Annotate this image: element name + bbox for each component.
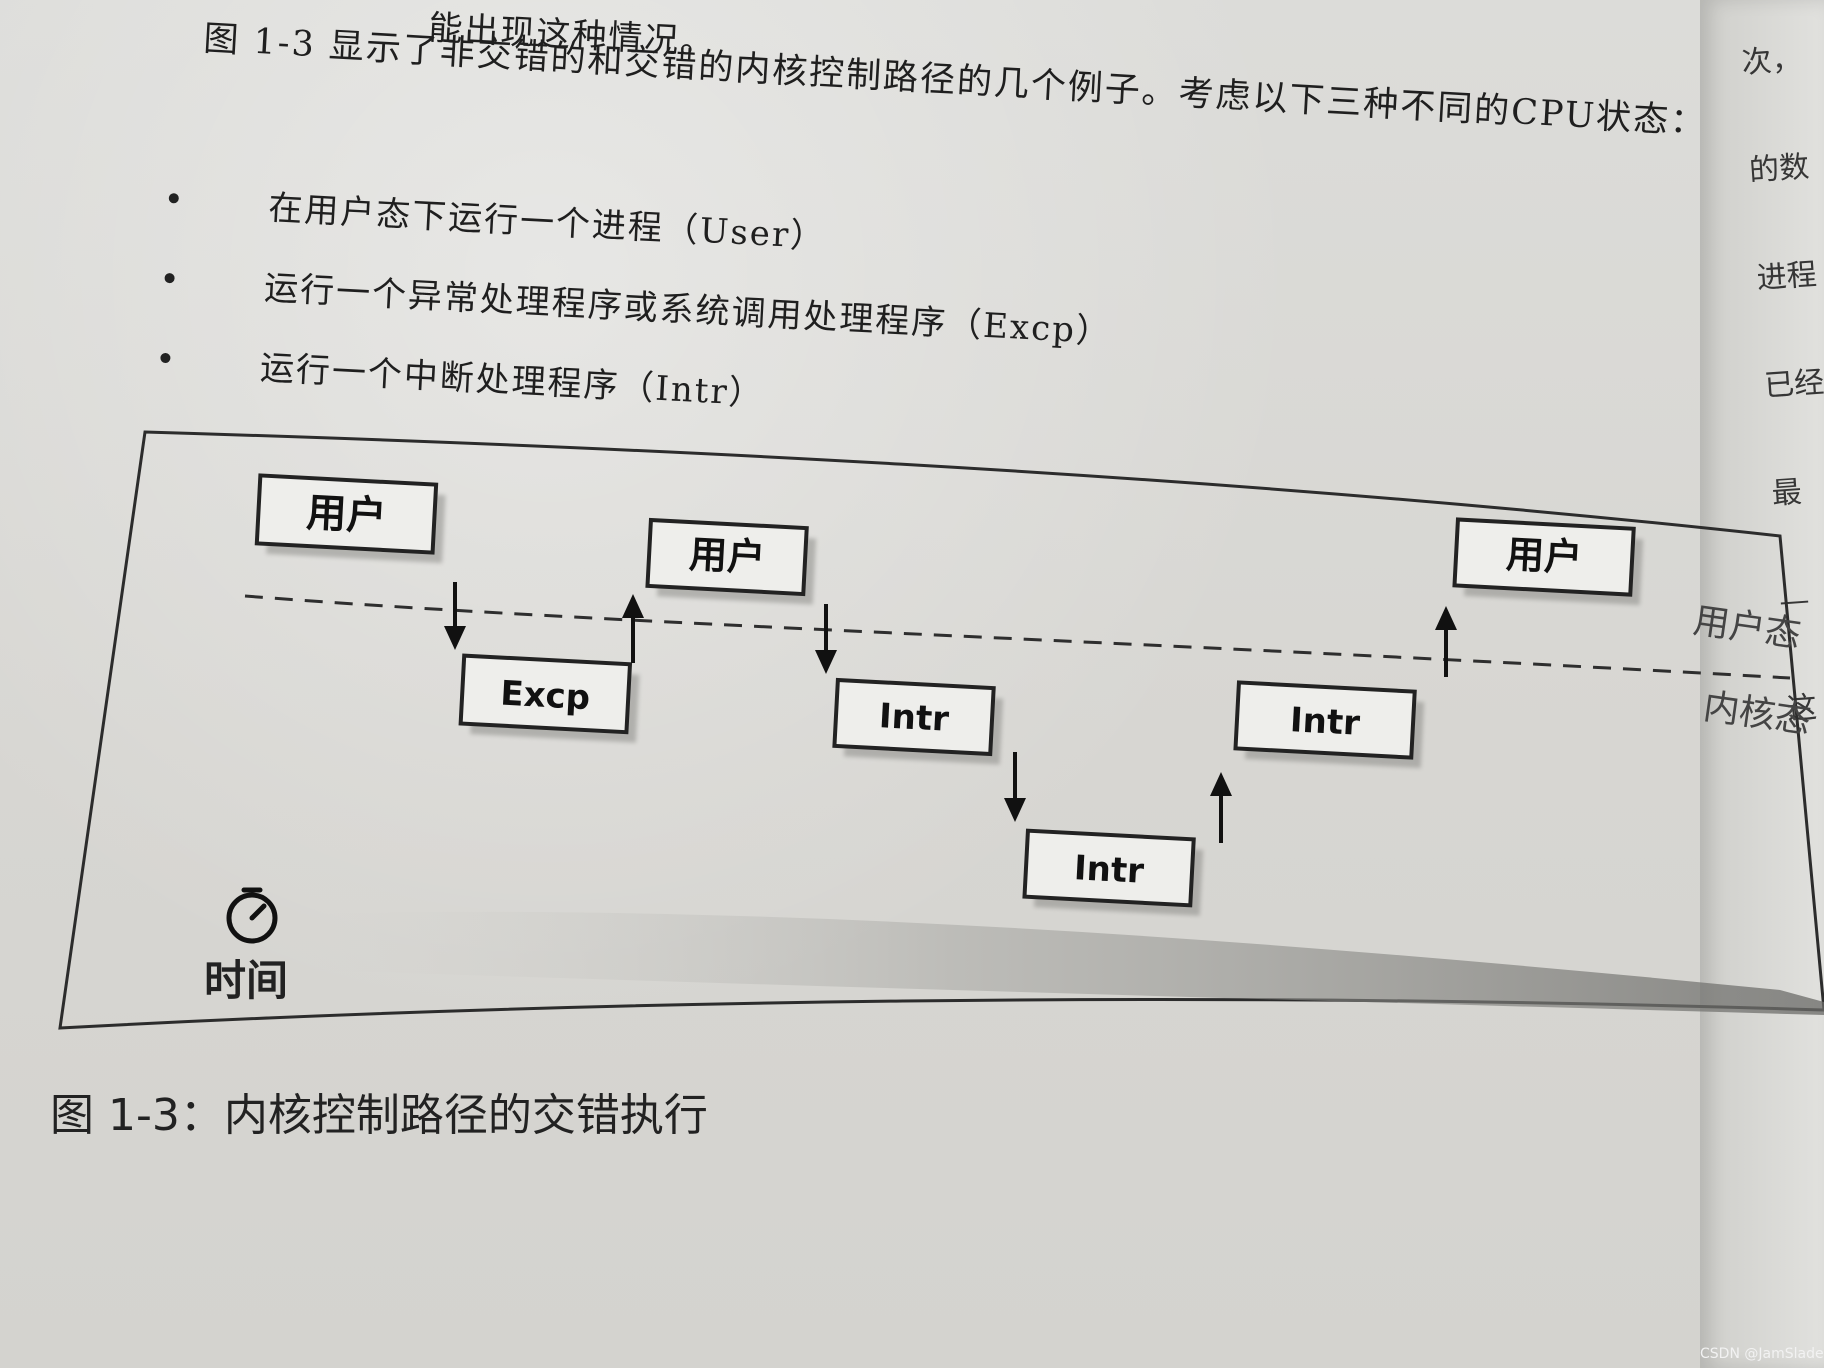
box-label: Intr: [1073, 848, 1145, 892]
user-box-2: 用户: [645, 517, 817, 605]
box-label: 用户: [688, 532, 766, 580]
box-label: Excp: [499, 674, 591, 719]
user-box-3: 用户: [1452, 517, 1644, 606]
down-arrow-to-excp: [444, 582, 466, 650]
adjacent-page-edge: [1700, 0, 1824, 1368]
user-box-1: 用户: [254, 473, 446, 564]
box-label: Intr: [1289, 700, 1361, 744]
figure-caption: 图 1-3：内核控制路径的交错执行: [50, 1090, 708, 1141]
excp-box: Excp: [458, 653, 640, 743]
intr-box-1: Intr: [832, 677, 1004, 765]
intr-box-2: Intr: [1022, 828, 1204, 916]
intr-box-3: Intr: [1233, 680, 1425, 769]
up-arrow-to-user: [1435, 606, 1457, 677]
up-arrow-from-excp: [622, 594, 644, 663]
box-label: 用户: [1505, 532, 1583, 580]
watermark-text: CSDN @JamSlade: [1700, 1346, 1824, 1362]
time-label: 时间: [204, 956, 288, 1005]
up-arrow-to-intr-3: [1210, 772, 1232, 843]
box-label: 用户: [305, 490, 387, 540]
kernel-state-label: 内核态: [1701, 686, 1814, 742]
time-arrow: [250, 911, 1824, 1015]
down-arrow-to-intr-1: [815, 604, 837, 674]
box-label: Intr: [878, 696, 950, 740]
down-arrow-to-intr-2: [1004, 752, 1026, 822]
time-icon: [226, 887, 278, 944]
